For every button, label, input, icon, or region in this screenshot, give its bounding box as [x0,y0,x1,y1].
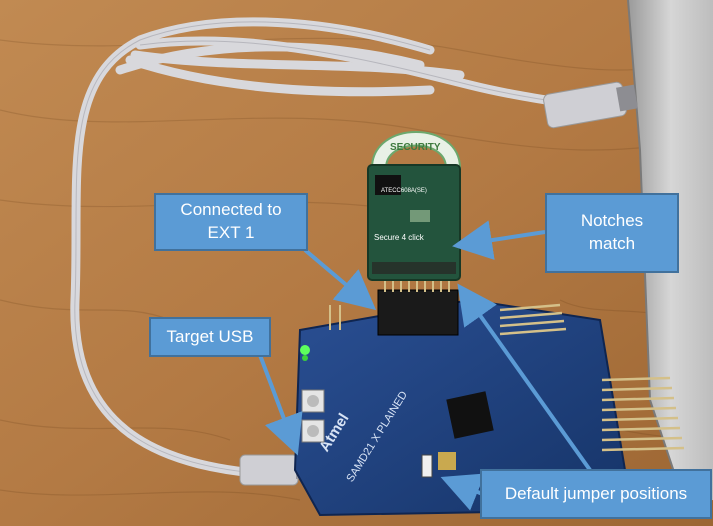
callout-connected-ext1: Connected to EXT 1 [154,193,308,251]
callout-notches-match: Notches match [545,193,679,273]
click-board-header: SECURITY [390,142,441,153]
callout-default-jumper: Default jumper positions [480,469,712,519]
chip-label: ATECC608A(SE) [381,188,427,194]
click-board-name: Secure 4 click [374,233,425,242]
callout-target-usb: Target USB [149,317,271,357]
